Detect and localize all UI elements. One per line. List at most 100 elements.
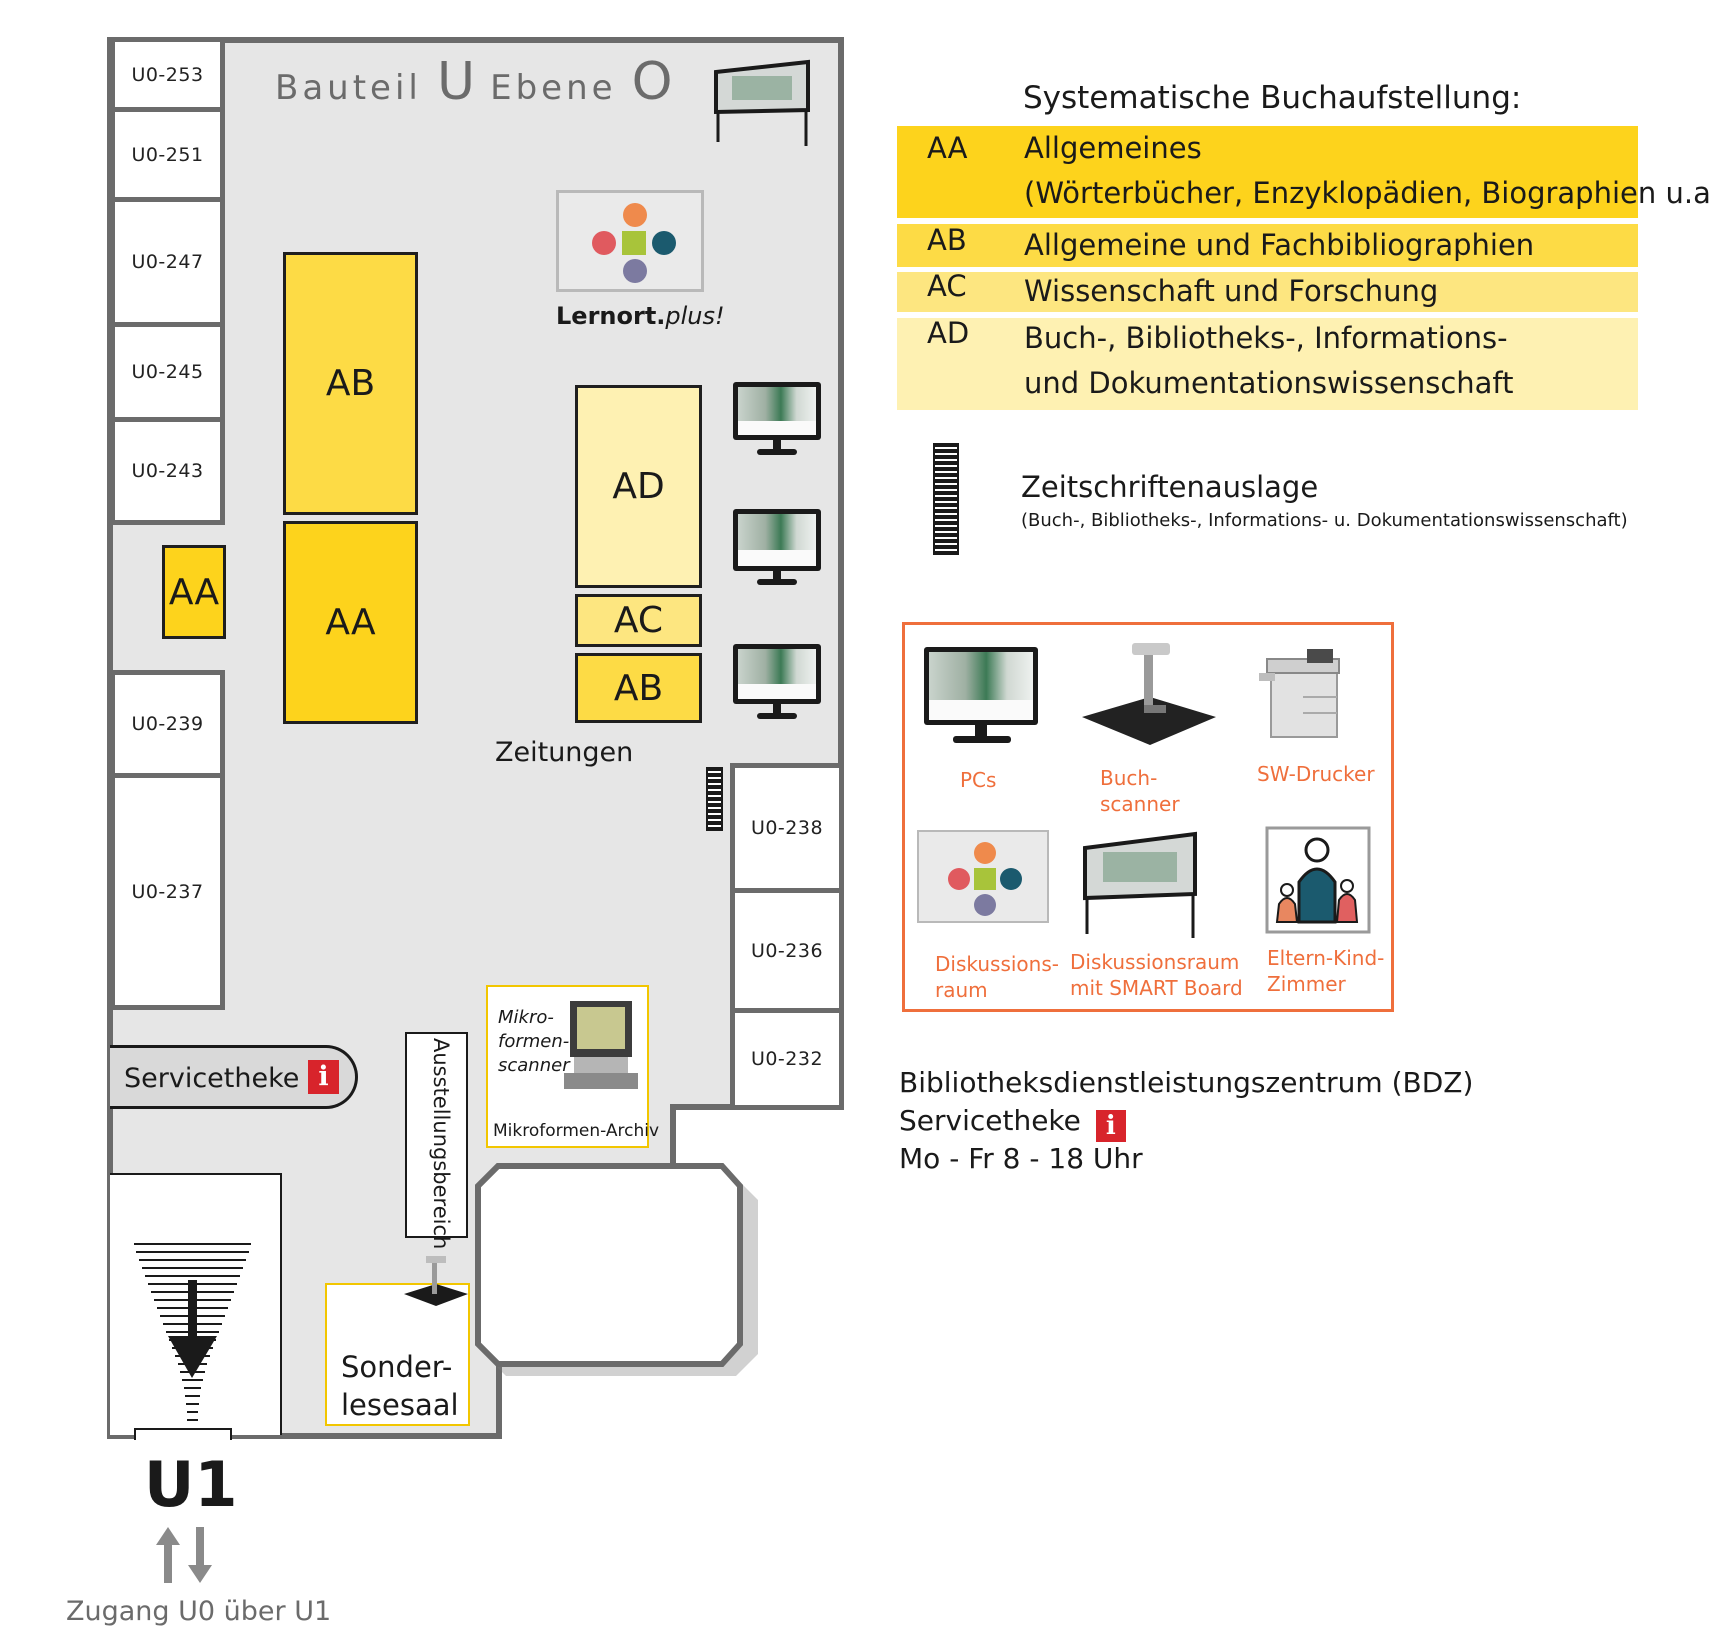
room-u0-251[interactable]: U0-251 (110, 107, 225, 202)
legend-code: AB (927, 223, 967, 257)
lernort-icon (556, 190, 704, 292)
sonder-line2: lesesaal (341, 1388, 459, 1422)
legend-text-2: und Dokumentationswissenschaft (1024, 366, 1514, 400)
square-green (622, 231, 646, 255)
dot-violet (974, 894, 996, 916)
disk-line1: Diskussions- (935, 952, 1059, 976)
legend-row-aa: AA Allgemeines (Wörterbücher, Enzyklopäd… (897, 126, 1710, 218)
room-u0-236[interactable]: U0-236 (730, 888, 844, 1013)
eltern-line2: Zimmer (1267, 972, 1346, 996)
shelf-ad[interactable]: AD (575, 385, 702, 588)
mikroformen-archiv[interactable]: Mikro- formen- scanner Mikroformen-Archi… (486, 985, 659, 1148)
title-o: O (631, 52, 673, 112)
legend-text: Allgemeine und Fachbibliographien (1024, 228, 1535, 262)
legend-row-ad: AD Buch-, Bibliotheks-, Informations- un… (897, 316, 1638, 410)
mikroformen-archiv-label: Mikroformen-Archiv (493, 1121, 660, 1141)
bdz-servicetheke: Servicetheke (899, 1104, 1081, 1137)
stairs-down-icon[interactable] (130, 1240, 255, 1430)
smart-line2: mit SMART Board (1070, 976, 1243, 1000)
room-u0-247[interactable]: U0-247 (110, 197, 225, 327)
magazine-rack-icon (933, 443, 959, 555)
dot-orange (623, 203, 647, 227)
room-u0-243[interactable]: U0-243 (110, 417, 225, 525)
shelf-ab-large[interactable]: AB (283, 252, 418, 515)
square-green (974, 868, 996, 890)
title-u: U (436, 52, 476, 112)
lernort-bold: Lernort. (556, 302, 666, 330)
family-icon (1265, 826, 1371, 934)
dot-orange (974, 842, 996, 864)
dot-violet (623, 259, 647, 283)
buch-line1: Buch- (1100, 766, 1158, 790)
lernort-label: Lernort.plus! (556, 302, 725, 330)
plan-title: Bauteil U Ebene O (275, 52, 673, 112)
servicetheke-label: Servicetheke (124, 1063, 300, 1094)
bdz-line3: Mo - Fr 8 - 18 Uhr (899, 1142, 1143, 1175)
stairs-landing (134, 1428, 232, 1440)
room-label: U0-243 (131, 460, 204, 482)
bdz-line1: Bibliotheksdienstleistungszentrum (BDZ) (899, 1066, 1474, 1099)
microfilm-scanner-icon (564, 1001, 638, 1089)
room-u0-238[interactable]: U0-238 (730, 763, 844, 893)
legend-row-ac: AC Wissenschaft und Forschung (897, 269, 1638, 312)
room-u0-237[interactable]: U0-237 (110, 773, 225, 1010)
ausstellungsbereich[interactable]: Ausstellungsbereich (405, 1032, 468, 1249)
wall-notch-v (670, 1104, 676, 1164)
legend-code: AA (927, 131, 968, 165)
book-scanner-icon (1082, 643, 1216, 745)
pc-base (757, 579, 797, 585)
room-u0-245[interactable]: U0-245 (110, 322, 225, 422)
room-u0-239[interactable]: U0-239 (110, 670, 225, 778)
staircase-block (475, 1163, 758, 1376)
legend-code: AD (927, 316, 970, 350)
pc-base (757, 713, 797, 719)
disk-line2: raum (935, 978, 988, 1002)
shelf-label: AA (325, 602, 376, 643)
room-label: U0-232 (750, 1048, 824, 1070)
zeitungen-label: Zeitungen (495, 737, 634, 768)
eltern-line1: Eltern-Kind- (1267, 946, 1385, 970)
mikro-line2: formen- (498, 1031, 570, 1052)
shelf-label: AB (613, 667, 664, 709)
legend-row-ab: AB Allgemeine und Fachbibliographien (897, 223, 1638, 267)
legend-text: Buch-, Bibliotheks-, Informations- (1024, 321, 1508, 355)
legend-text: Wissenschaft und Forschung (1024, 274, 1439, 308)
shelf-ac[interactable]: AC (575, 594, 702, 647)
sonder-line1: Sonder- (341, 1350, 453, 1384)
room-label: U0-253 (131, 63, 204, 86)
mikro-line3: scanner (498, 1055, 570, 1076)
pc-stand (773, 440, 781, 450)
title-bauteil: Bauteil (275, 68, 422, 108)
servicetheke-counter[interactable]: Servicetheke i (110, 1045, 358, 1109)
shelf-aa-large[interactable]: AA (283, 521, 418, 724)
pc-icon-stand (975, 725, 987, 737)
pc-monitor-icon (733, 644, 821, 704)
shelf-label: AD (612, 466, 665, 507)
shelf-label: AC (613, 600, 664, 641)
up-down-arrows-icon (156, 1527, 212, 1583)
smartboard-icon (714, 59, 810, 146)
pc-stand (773, 704, 781, 714)
room-u0-232[interactable]: U0-232 (730, 1008, 844, 1110)
book-scanner-icon (404, 1256, 468, 1306)
room-u0-253[interactable]: U0-253 (110, 37, 225, 112)
printer-icon (1259, 649, 1340, 738)
smart-line1: Diskussionsraum (1070, 950, 1240, 974)
zugang-label: Zugang U0 über U1 (66, 1596, 332, 1627)
shelf-aa-small[interactable]: AA (162, 545, 226, 639)
shelf-label: AB (325, 363, 376, 404)
zeitschriften-title: Zeitschriftenauslage (1021, 470, 1319, 504)
lernort-italic: plus! (665, 302, 725, 330)
pc-monitor-icon (733, 382, 821, 440)
shelf-ab-small[interactable]: AB (575, 653, 702, 723)
diskussionsraum-icon (917, 830, 1049, 923)
room-label: U0-236 (750, 939, 824, 962)
room-label: U0-237 (131, 880, 204, 903)
dot-teal (1000, 868, 1022, 890)
legend-code: AC (927, 269, 967, 303)
pcs-label: PCs (960, 768, 997, 792)
sonderlesesaal[interactable]: Sonder- lesesaal (325, 1283, 470, 1426)
info-icon: i (1095, 1110, 1126, 1142)
shelf-label: AA (168, 571, 220, 613)
legend-heading: Systematische Buchaufstellung: (1023, 80, 1522, 116)
